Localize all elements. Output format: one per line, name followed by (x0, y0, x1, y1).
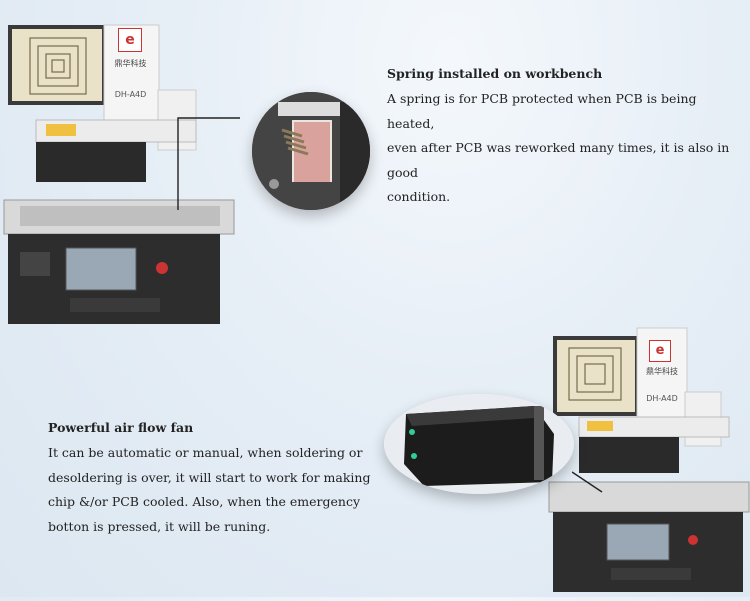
model-label: DH-A4D (114, 90, 147, 99)
fan-closeup-image (384, 394, 574, 494)
spring-section-line: even after PCB was reworked many times, … (387, 140, 730, 180)
spring-illustration (252, 92, 370, 210)
brand-logo: e (649, 340, 671, 362)
fan-section-line: chip &/or PCB cooled. Also, when the eme… (48, 494, 361, 509)
brand-name: 鼎华科技 (646, 367, 678, 376)
model-label: DH-A4D (646, 394, 678, 403)
fan-pointer-line (572, 471, 603, 493)
fan-description-panel: Powerful air flow fan It can be automati… (48, 420, 378, 539)
fan-section-line: botton is pressed, it will be runing. (48, 518, 271, 534)
spring-section-line: condition. (387, 189, 451, 204)
spring-section-title: Spring installed on workbench (387, 66, 603, 81)
fan-section-line: It can be automatic or manual, when sold… (48, 445, 363, 460)
fan-illustration (384, 394, 574, 494)
rework-station-image-bottom: e 鼎华科技 DH-A4D (545, 322, 750, 597)
fan-section-title: Powerful air flow fan (48, 420, 194, 435)
brand-logo: e (118, 28, 142, 52)
brand-name: 鼎华科技 (114, 59, 147, 68)
rework-station-image-top: e 鼎华科技 DH-A4D (0, 20, 248, 330)
spring-description-panel: Spring installed on workbench A spring i… (387, 66, 747, 210)
spring-section-line: A spring is for PCB protected when PCB i… (387, 91, 697, 131)
fan-section-line: desoldering is over, it will start to wo… (48, 469, 371, 485)
spring-closeup-image (252, 92, 370, 210)
rework-station-illustration (548, 327, 750, 592)
